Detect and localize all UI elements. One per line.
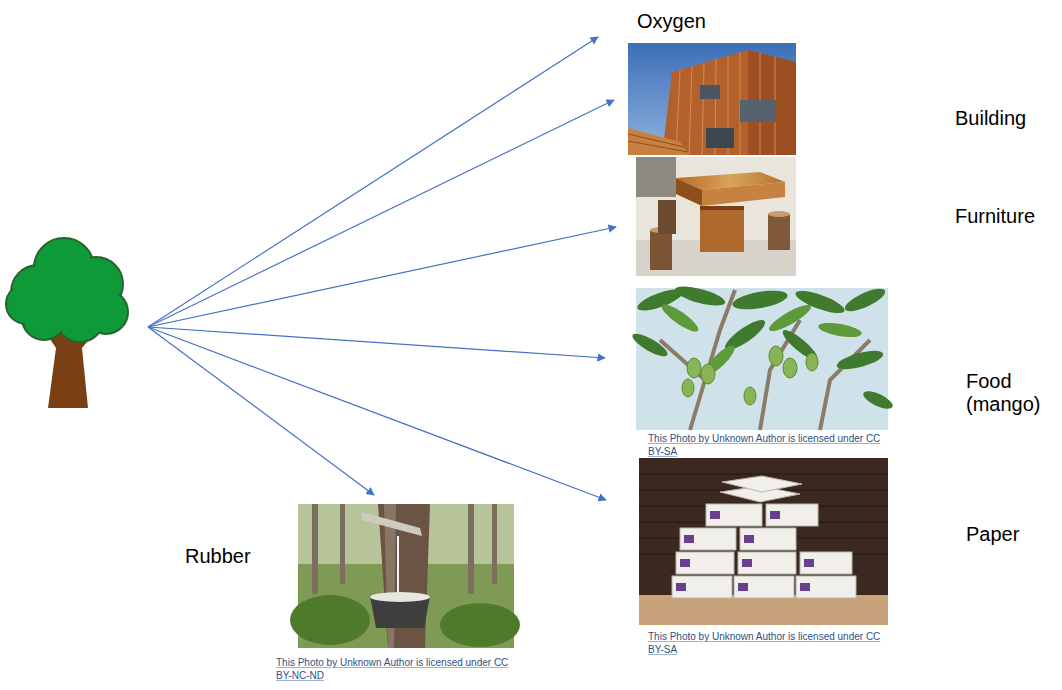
arrow [148,37,616,500]
item-label: Food (mango) [966,370,1054,416]
item-label: Paper [966,523,1056,546]
item-label: Furniture [955,205,1055,228]
furniture-photo [636,157,796,276]
item-label: Oxygen [637,10,757,33]
rubber-photo [290,504,520,648]
item-label: Building [955,107,1055,130]
photo-credit: This Photo by Unknown Author is licensed… [648,630,893,656]
tree-icon [6,238,128,408]
building-photo [628,43,796,155]
photo-credit: This Photo by Unknown Author is licensed… [648,432,893,458]
paper-photo [639,458,888,625]
mango-photo [630,283,895,430]
item-label: Rubber [185,545,285,568]
photo-credit: This Photo by Unknown Author is licensed… [276,656,526,682]
